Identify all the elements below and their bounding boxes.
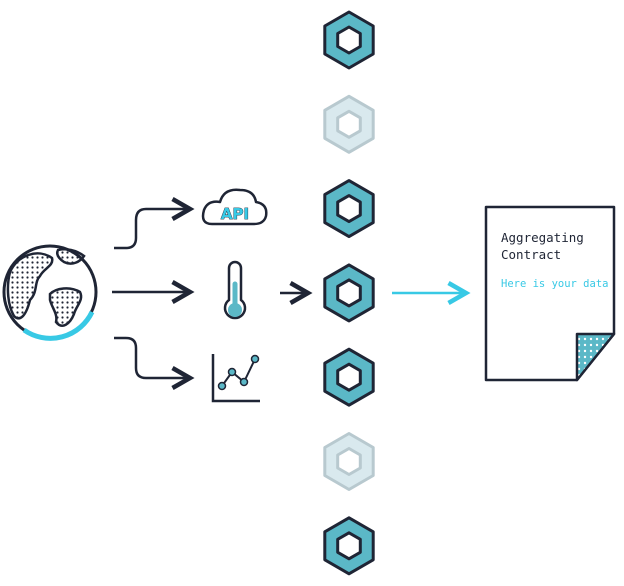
oracle-node-hexagon <box>323 10 375 70</box>
document-fold-icon <box>575 332 616 382</box>
oracle-node-hexagon <box>323 179 375 239</box>
contract-title-line2: Contract <box>501 247 561 262</box>
connector-to-chart <box>114 336 195 390</box>
oracle-node-hexagon-faded <box>323 94 375 154</box>
api-label: API <box>221 205 249 223</box>
globe-icon <box>2 244 98 341</box>
oracle-node-hexagon <box>323 263 375 323</box>
oracle-node-hexagon <box>323 516 375 576</box>
contract-title-line1: Aggregating <box>501 230 584 245</box>
oracle-node-hexagon-faded <box>323 432 375 491</box>
oracle-node-column <box>323 10 375 576</box>
connector-to-api <box>114 197 195 250</box>
line-chart-icon <box>211 354 260 403</box>
thermometer-icon <box>223 260 247 320</box>
aggregating-contract-document: Aggregating Contract Here is your data <box>484 205 616 382</box>
contract-data-line: Here is your data <box>501 278 608 290</box>
oracle-node-hexagon <box>323 347 375 407</box>
api-cloud-icon: API <box>201 188 268 226</box>
